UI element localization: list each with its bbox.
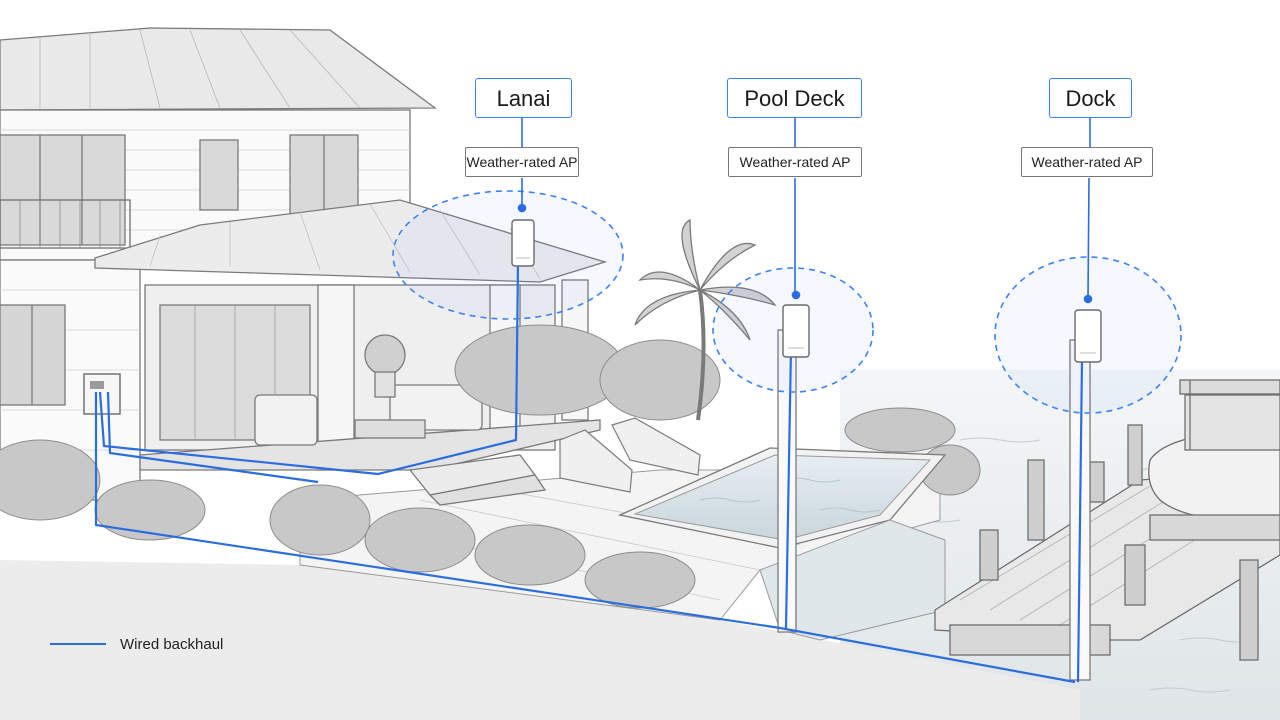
ap-label-pool-deck: Weather-rated AP — [728, 147, 862, 177]
zone-label-lanai: Lanai — [475, 78, 572, 118]
zone-label-pool-deck: Pool Deck — [727, 78, 862, 118]
callout-leaders — [517, 118, 1093, 304]
pool-deck-access-point-icon — [782, 304, 810, 358]
ap-label-lanai: Weather-rated AP — [465, 147, 579, 177]
lanai-access-point-icon — [511, 219, 535, 267]
legend: Wired backhaul — [50, 632, 223, 656]
loungers — [559, 417, 701, 493]
ap-label-dock: Weather-rated AP — [1021, 147, 1153, 177]
lanai-coverage-zone — [392, 190, 624, 320]
boat-icon — [1148, 379, 1280, 541]
palm-tree-icon — [634, 218, 777, 421]
wired-backhaul-legend-swatch — [50, 643, 106, 645]
zone-label-dock: Dock — [1049, 78, 1132, 118]
dock-access-point-icon — [1074, 309, 1102, 363]
house-icon — [0, 27, 608, 506]
wired-backhaul-legend-label: Wired backhaul — [120, 635, 224, 653]
shrubs — [0, 324, 981, 609]
